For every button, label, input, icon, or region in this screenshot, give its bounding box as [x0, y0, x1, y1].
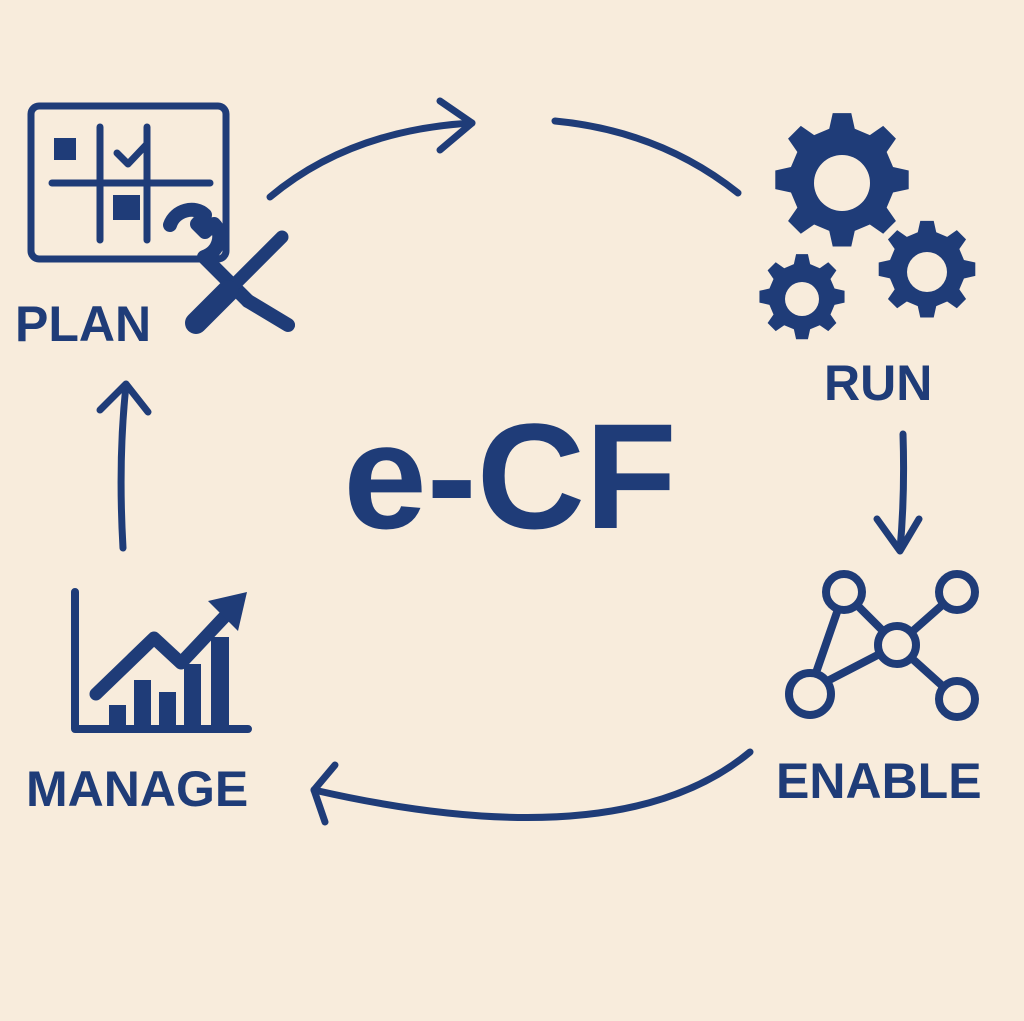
arrow-manage-to-plan — [117, 381, 130, 552]
manage-stage: MANAGE — [26, 588, 252, 817]
arrow-enable-to-manage-head — [310, 761, 339, 826]
stage-label-manage: MANAGE — [26, 761, 248, 817]
planning-board-with-tools-icon — [27, 102, 295, 334]
arrow-plan-to-run — [266, 119, 476, 201]
stage-label-enable: ENABLE — [776, 753, 982, 809]
gears-icon — [759, 113, 976, 340]
arrow-run-to-enable-head — [873, 515, 923, 555]
arrow-plan-to-run-head — [436, 97, 476, 154]
cycle-arrows — [96, 97, 923, 826]
enable-stage: ENABLE — [776, 570, 982, 809]
center-title: e-CF — [343, 392, 676, 560]
arrow-enable-to-manage — [310, 748, 754, 821]
growth-chart-icon — [71, 588, 252, 733]
stage-label-run: RUN — [824, 355, 932, 411]
network-nodes-icon — [785, 570, 979, 721]
arrow-run-continuation — [551, 117, 742, 197]
run-stage: RUN — [759, 113, 976, 411]
arrow-manage-to-plan-head — [96, 380, 152, 416]
plan-stage: PLAN — [15, 102, 295, 352]
stage-label-plan: PLAN — [15, 296, 151, 352]
arrow-run-to-enable — [896, 430, 908, 554]
